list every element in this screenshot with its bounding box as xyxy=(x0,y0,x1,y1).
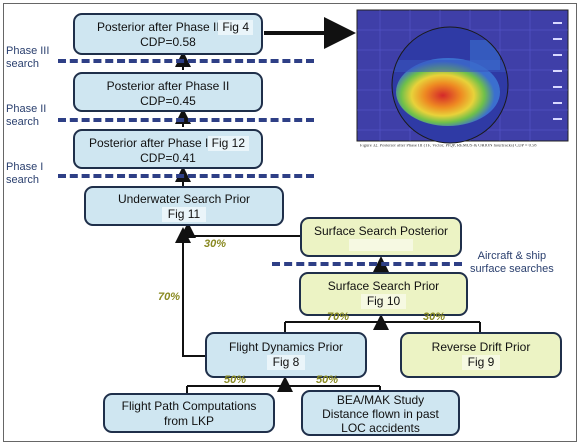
posterior-phase3-cdp: CDP=0.58 xyxy=(140,35,196,49)
percent-30-right: 30% xyxy=(423,311,446,323)
underwater-prior-box: Underwater Search Prior Fig 11 xyxy=(84,186,284,226)
surface-dashed-line xyxy=(272,262,462,266)
percent-50-a: 50% xyxy=(224,374,247,386)
posterior-phase1-fig: Fig 12 xyxy=(207,136,249,151)
phase3-dashed-line xyxy=(58,59,314,63)
reverse-drift-prior-fig: Fig 9 xyxy=(461,355,501,370)
bea-mak-study-line3: LOC accidents xyxy=(341,421,420,435)
posterior-phase1-box: Posterior after Phase I CDP=0.41 Fig 12 xyxy=(73,129,263,169)
reverse-drift-prior-box: Reverse Drift Prior Fig 9 xyxy=(400,332,562,378)
bea-mak-study-line2: Distance flown in past xyxy=(322,407,439,421)
posterior-phase3-box: Posterior after Phase III CDP=0.58 Fig 4 xyxy=(73,13,263,55)
percent-70-mid: 70% xyxy=(327,311,350,323)
heatmap-caption: Figure 32. Posterior after Phase III (TF… xyxy=(360,144,537,149)
posterior-phase2-box: Posterior after Phase II CDP=0.45 xyxy=(73,72,263,112)
flight-path-computations-line1: Flight Path Computations xyxy=(121,399,257,413)
percent-50-b: 50% xyxy=(316,374,339,386)
surface-search-posterior-box: Surface Search Posterior xyxy=(300,217,462,257)
reverse-drift-prior-title: Reverse Drift Prior xyxy=(431,340,531,354)
percent-70-left: 70% xyxy=(158,291,181,303)
flight-dynamics-prior-box: Flight Dynamics Prior Fig 8 xyxy=(205,332,367,378)
posterior-phase3-fig: Fig 4 xyxy=(218,20,253,35)
posterior-phase1-title: Posterior after Phase I xyxy=(89,136,209,150)
flight-path-computations-line2: from LKP xyxy=(163,414,214,428)
surface-search-prior-box: Surface Search Prior Fig 10 xyxy=(299,272,468,316)
posterior-phase3-title: Posterior after Phase III xyxy=(97,20,224,34)
surface-search-prior-title: Surface Search Prior xyxy=(327,279,440,293)
posterior-phase2-title: Posterior after Phase II xyxy=(106,79,230,93)
surface-search-posterior-title: Surface Search Posterior xyxy=(313,224,449,238)
phase2-dashed-line xyxy=(58,118,314,122)
surface-search-posterior-placeholder xyxy=(349,239,413,251)
bea-mak-study-box: BEA/MAK Study Distance flown in past LOC… xyxy=(301,390,460,436)
underwater-prior-title: Underwater Search Prior xyxy=(117,192,251,206)
flight-dynamics-prior-title: Flight Dynamics Prior xyxy=(228,340,344,354)
bea-mak-study-line1: BEA/MAK Study xyxy=(336,393,425,407)
figure-frame xyxy=(3,3,577,442)
phase1-dashed-line xyxy=(58,174,314,178)
flight-dynamics-prior-fig: Fig 8 xyxy=(266,355,306,370)
percent-30-top: 30% xyxy=(204,238,227,250)
posterior-phase1-cdp: CDP=0.41 xyxy=(140,151,196,165)
flight-path-computations-box: Flight Path Computations from LKP xyxy=(103,393,275,433)
posterior-phase2-cdp: CDP=0.45 xyxy=(140,94,196,108)
underwater-prior-fig: Fig 11 xyxy=(161,207,207,222)
surface-search-prior-fig: Fig 10 xyxy=(360,294,407,309)
